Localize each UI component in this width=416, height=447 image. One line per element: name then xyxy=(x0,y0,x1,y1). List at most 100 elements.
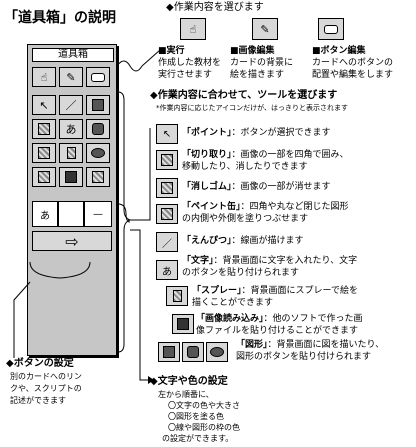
button-settings-line3: 記述ができます xyxy=(10,396,66,405)
round-rect-icon xyxy=(182,342,204,362)
right-arrow-icon: ⇨ xyxy=(65,231,79,251)
tool-select-label: 「切り取り」 xyxy=(182,150,232,160)
spray-icon xyxy=(166,286,188,306)
mode-run-label: ■実行 xyxy=(158,46,185,56)
page-title: 「道具箱」の説明 xyxy=(4,10,116,26)
text-color-line2: 〇文字の色や大きさ xyxy=(168,401,240,410)
tool-rect[interactable] xyxy=(86,95,110,115)
rectangle-icon xyxy=(92,99,104,111)
button-settings-line2: クや、スクリプトの xyxy=(10,384,82,393)
select-icon xyxy=(38,123,50,135)
bucket-icon xyxy=(156,204,178,224)
mode-button-desc2: 配置や編集をします xyxy=(312,70,394,80)
mode-run-desc2: 実行させます xyxy=(158,70,213,80)
text-color-line1: 左から順番に、 xyxy=(158,390,214,399)
tool-pencil-desc: ：線画が描けます xyxy=(231,236,304,246)
button-settings-button[interactable]: ⇨ xyxy=(32,231,112,251)
hand-icon: ☝ xyxy=(40,70,48,84)
tool-oval[interactable] xyxy=(86,143,110,163)
tool-shape-desc: ：背景画面に図を描いたり、 xyxy=(267,340,385,350)
pencil-icon: ／ xyxy=(156,232,178,252)
tool-select-desc2: 移動したり、消したりできます xyxy=(182,162,308,172)
tools-heading: ◆作業内容に合わせて、ツールを選びます xyxy=(150,90,338,101)
tool-select-desc: ：画像の一部を四角で囲み、 xyxy=(231,150,349,160)
line-color-cell[interactable]: — xyxy=(84,201,112,227)
tool-pointer-desc: ：ボタンが選択できます xyxy=(231,128,331,138)
tool-eraser-desc: ：画像の一部が消せます xyxy=(231,182,331,192)
button-mode-button[interactable] xyxy=(86,67,110,87)
tool-text[interactable]: あ xyxy=(59,119,83,139)
tool-bucket-label: 「ペイント缶」 xyxy=(182,202,241,212)
eraser-icon xyxy=(38,147,50,159)
tool-image-label: 「画像読み込み」 xyxy=(196,314,264,324)
spray-icon xyxy=(66,147,76,159)
tool-eraser[interactable] xyxy=(32,143,56,163)
tool-bucket[interactable] xyxy=(32,167,56,187)
tool-select[interactable] xyxy=(32,119,56,139)
mode-button-desc1: カードへのボタンの xyxy=(312,58,394,68)
tool-image-desc2: 像ファイルを貼り付けることができます xyxy=(196,326,359,336)
text-color-line5: の設定ができます。 xyxy=(162,434,234,443)
button-settings-heading: ◆ボタンの設定 xyxy=(6,358,74,369)
rectangle-icon xyxy=(158,342,180,362)
eraser-icon xyxy=(156,178,178,198)
tool-pencil-label: 「えんぴつ」 xyxy=(182,236,232,246)
tool-image[interactable] xyxy=(59,167,83,187)
round-rect-icon xyxy=(92,123,104,135)
tool-spray-label: 「スプレー」 xyxy=(192,286,242,296)
pointer-icon: ↖ xyxy=(156,124,178,144)
palette-icon: ✎ xyxy=(66,70,76,84)
run-mode-button[interactable]: ☝ xyxy=(32,67,56,87)
tools-note: *作業内容に応じたアイコンだけが、はっきりと表示されます xyxy=(156,104,349,112)
tool-bucket-desc: ：四角や丸など閉じた図形 xyxy=(240,202,349,212)
mode-paint-desc2: 絵を描きます xyxy=(230,70,285,80)
misc-icon xyxy=(92,171,104,183)
pencil-icon: ／ xyxy=(65,99,77,112)
tool-eraser-label: 「消しゴム」 xyxy=(182,182,232,192)
button-shape-icon xyxy=(91,72,105,82)
pointer-icon: ↖ xyxy=(39,98,49,112)
line-sample: — xyxy=(93,208,103,220)
tool-text-desc2: のボタンを貼り付けられます xyxy=(182,268,300,278)
oval-icon xyxy=(206,342,228,362)
text-color-heading: ◆文字や色の設定 xyxy=(150,376,228,387)
modes-heading: ◆作業内容を選びます xyxy=(166,2,264,13)
mode-paint-label: ■画像編集 xyxy=(230,46,275,56)
tool-text-label: 「文字」 xyxy=(182,256,214,266)
text-icon: あ xyxy=(156,260,178,280)
tool-roundrect[interactable] xyxy=(86,119,110,139)
tool-pointer[interactable]: ↖ xyxy=(32,95,56,115)
tool-pointer-label: 「ポイント」 xyxy=(182,128,232,138)
text-color-line3: 〇図形を塗る色 xyxy=(168,412,224,421)
mode-run-icon: ☝ xyxy=(180,18,206,40)
tool-pencil[interactable]: ／ xyxy=(59,95,83,115)
image-icon xyxy=(65,171,77,183)
image-icon xyxy=(172,314,194,334)
tool-spray-desc2: 描くことができます xyxy=(192,298,274,308)
select-icon xyxy=(156,150,178,170)
toolbox-panel: 道具箱 ☝ ✎ ↖ ／ あ あ — ⇨ xyxy=(27,44,117,356)
fill-color-cell[interactable] xyxy=(58,201,84,227)
mode-paint-desc1: カードの背景に xyxy=(230,58,294,68)
mode-button-label: ■ボタン編集 xyxy=(312,46,366,56)
toolbox-title: 道具箱 xyxy=(32,48,114,62)
oval-icon xyxy=(91,148,105,158)
mode-button-icon xyxy=(318,18,344,40)
button-settings-line1: 別のカードへのリン xyxy=(10,372,82,381)
text-color-line4: 〇線や図形の枠の色 xyxy=(168,423,240,432)
tool-spray[interactable] xyxy=(59,143,83,163)
text-icon: あ xyxy=(65,123,77,136)
tool-text-desc: ：背景画面に文字を入れたり、文字 xyxy=(213,256,358,266)
mode-paint-icon: ✎ xyxy=(252,18,278,40)
tool-misc[interactable] xyxy=(86,167,110,187)
tool-image-desc: ：他のソフトで作った画 xyxy=(263,314,363,324)
text-setting-cell[interactable]: あ xyxy=(32,201,58,227)
tool-shape-desc2: 図形のボタンを貼り付けられます xyxy=(236,352,372,362)
tool-shape-label: 「図形」 xyxy=(236,340,268,350)
tool-bucket-desc2: の内側や外側を塗りつぶせます xyxy=(182,214,309,224)
tool-spray-desc: ：背景画面にスプレーで絵を xyxy=(241,286,358,296)
bucket-icon xyxy=(38,171,50,183)
paint-mode-button[interactable]: ✎ xyxy=(59,67,83,87)
mode-run-desc1: 作成した教材を xyxy=(158,58,222,68)
